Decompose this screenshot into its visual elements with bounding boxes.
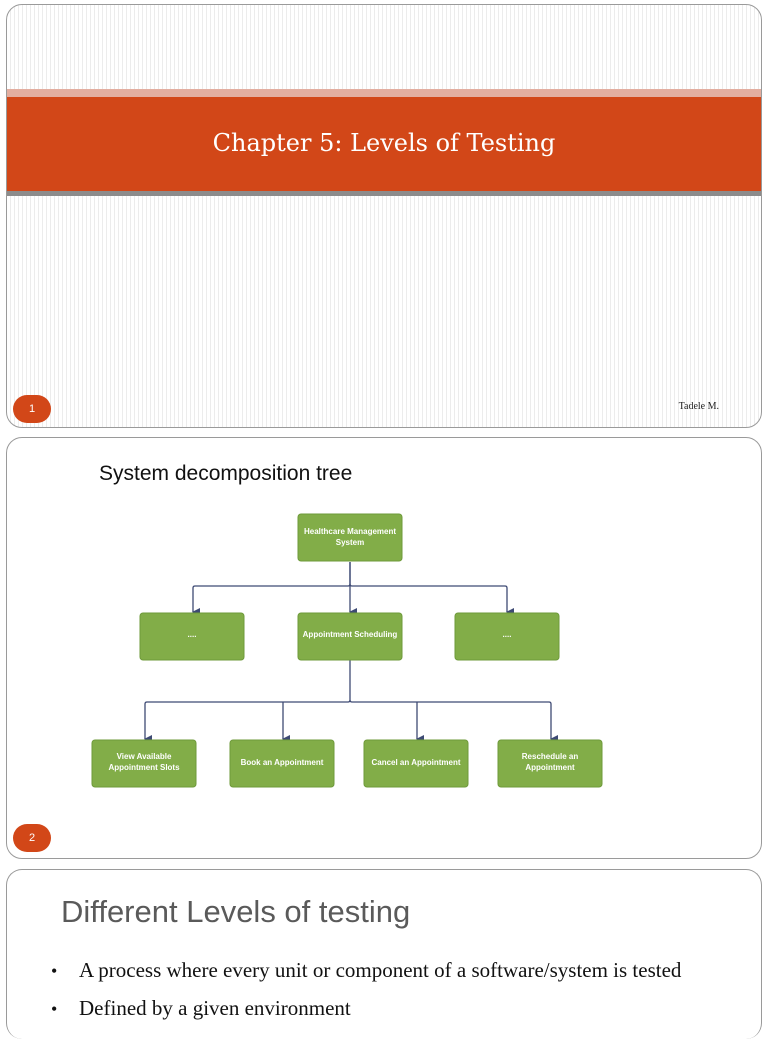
title-band: Chapter 5: Levels of Testing: [7, 89, 761, 199]
slide-heading: Different Levels of testing: [61, 894, 411, 929]
edge-to-view-slots: [144, 660, 351, 743]
tree-node-cancel-label: Cancel an Appointment: [371, 758, 460, 767]
bullet-item: • A process where every unit or component…: [51, 958, 681, 996]
bullet-text: Defined by a given environment: [79, 996, 351, 1020]
tree-node-level1-middle: Appointment Scheduling: [297, 612, 403, 661]
bullet-item: • Defined by a given environment: [51, 996, 681, 1034]
tree-node-cancel: Cancel an Appointment: [363, 739, 469, 788]
title-band-bottom-stripe: [7, 191, 761, 196]
bullet-icon: •: [51, 999, 58, 1019]
edges-root-to-level1: [192, 562, 514, 616]
bullet-list: • A process where every unit or component…: [51, 958, 681, 1034]
decomposition-slide: System decomposition tree Healthcare Man…: [6, 437, 762, 859]
bullet-icon: •: [51, 961, 58, 981]
tree-node-level1-middle-label: Appointment Scheduling: [303, 630, 398, 639]
title-slide: Chapter 5: Levels of Testing 1 Tadele M.: [6, 4, 762, 428]
bullet-text: A process where every unit or component …: [79, 958, 682, 982]
tree-node-book: Book an Appointment: [229, 739, 335, 788]
tree-node-book-label: Book an Appointment: [241, 758, 324, 767]
edge-root-to-left: [192, 562, 351, 616]
tree-node-level1-right-label: ....: [503, 630, 512, 639]
slide-number-badge: 2: [13, 824, 51, 852]
slide-heading: System decomposition tree: [99, 462, 353, 485]
edges-level1-to-level2: [144, 660, 558, 743]
tree-node-level1-left: ....: [139, 612, 245, 661]
edge-to-reschedule: [349, 699, 558, 743]
slide-number-badge: 1: [13, 395, 51, 423]
chapter-title: Chapter 5: Levels of Testing: [212, 129, 556, 157]
tree-node-level1-right: ....: [454, 612, 560, 661]
author-name: Tadele M.: [678, 401, 719, 412]
edge-root-to-right: [349, 583, 514, 616]
title-band-top-stripe: [7, 89, 761, 97]
tree-node-level1-left-label: ....: [188, 630, 197, 639]
title-band-main: Chapter 5: Levels of Testing: [7, 97, 761, 191]
levels-slide: Different Levels of testing • A process w…: [6, 869, 762, 1039]
